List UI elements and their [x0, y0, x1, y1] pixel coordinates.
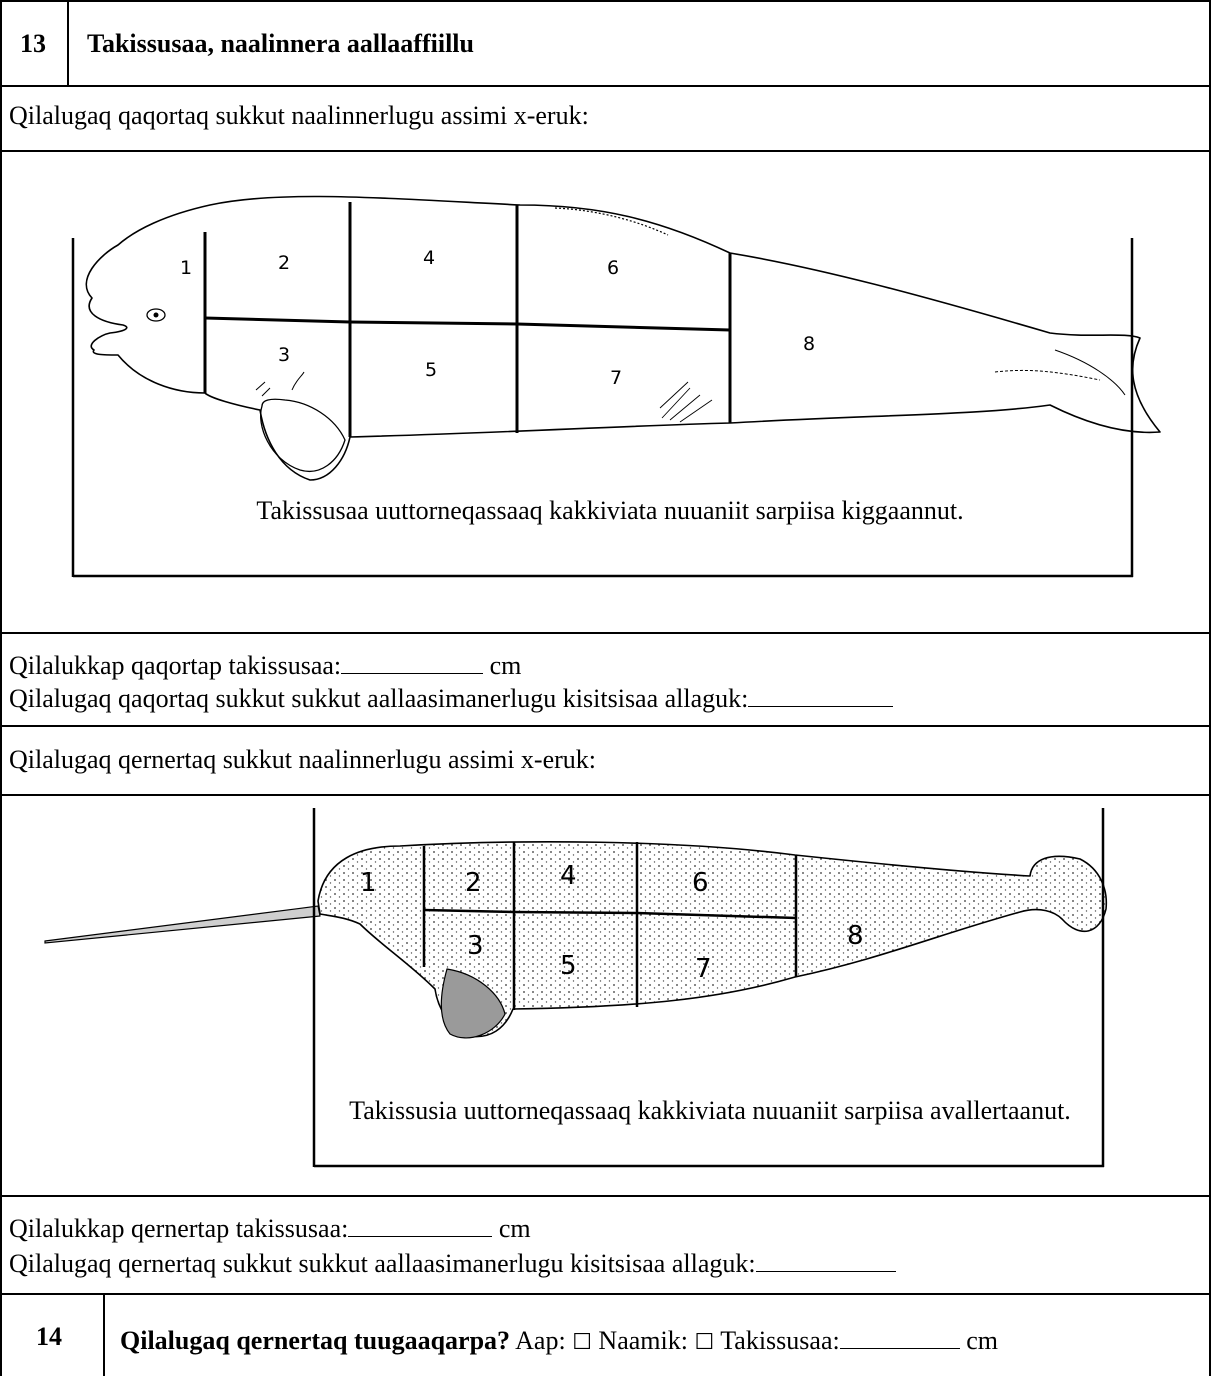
narwhal-region-label: 8	[847, 921, 864, 951]
table-row-divider	[0, 1195, 1211, 1197]
beluga-flipper-lines	[256, 372, 304, 396]
narwhal-direction-label: Qilalugaq qernertaq sukkut sukkut aallaa…	[9, 1249, 756, 1278]
narwhal-length-unit: cm	[499, 1214, 531, 1243]
beluga-region-label: 4	[423, 247, 435, 269]
narwhal-region-label: 3	[467, 931, 484, 961]
narwhal-region-label: 5	[560, 951, 577, 981]
narwhal-region-label: 1	[360, 868, 377, 898]
table-row-divider	[0, 85, 1211, 87]
table-border-top	[0, 0, 1211, 2]
section-number: 14	[36, 1322, 62, 1352]
narwhal-region-label: 6	[692, 868, 709, 898]
number-column-divider	[103, 1293, 105, 1376]
narwhal-direction-field[interactable]	[756, 1245, 896, 1272]
no-checkbox[interactable]: ☐	[694, 1330, 714, 1355]
beluga-direction-field[interactable]	[748, 680, 893, 707]
section-number: 13	[20, 29, 46, 59]
tusk-question-line: Qilalugaq qernertaq tuugaaqarpa? Aap: ☐ …	[120, 1322, 998, 1358]
beluga-region-label: 5	[425, 359, 437, 381]
beluga-region-label: 6	[607, 257, 619, 279]
tusk-unit: cm	[966, 1326, 998, 1355]
narwhal-diagram: 1 2 3 4 5 6 7 8	[0, 794, 1211, 1195]
narwhal-length-label: Qilalukkap qernertap takissusaa:	[9, 1214, 348, 1243]
narwhal-caption: Takissusia uuttorneqassaaq kakkiviata nu…	[330, 1094, 1090, 1128]
beluga-diagram: 1 2 3 4 5 6 7 8	[0, 150, 1211, 632]
table-row-divider	[0, 632, 1211, 634]
beluga-region-label: 7	[610, 367, 622, 389]
beluga-region-label: 8	[803, 333, 815, 355]
beluga-caption: Takissusaa uuttorneqassaaq kakkiviata nu…	[230, 494, 990, 528]
narwhal-length-field[interactable]	[348, 1210, 492, 1237]
beluga-length-line: Qilalukkap qaqortap takissusaa: cm	[9, 647, 521, 681]
beluga-region-label: 2	[278, 252, 290, 274]
beluga-direction-line: Qilalugaq qaqortaq sukkut sukkut aallaas…	[9, 680, 893, 714]
beluga-prompt: Qilalugaq qaqortaq sukkut naalinnerlugu …	[9, 101, 589, 131]
narwhal-region-label: 2	[465, 868, 482, 898]
no-label: Naamik:	[598, 1326, 688, 1355]
beluga-direction-label: Qilalugaq qaqortaq sukkut sukkut aallaas…	[9, 684, 748, 713]
table-row-divider	[0, 725, 1211, 727]
beluga-region-label: 1	[180, 257, 192, 279]
yes-checkbox[interactable]: ☐	[572, 1330, 592, 1355]
beluga-length-label: Qilalukkap qaqortap takissusaa:	[9, 651, 341, 680]
number-column-divider	[67, 0, 69, 86]
beluga-region-label: 3	[278, 344, 290, 366]
narwhal-region-label: 7	[695, 954, 712, 984]
section-title: Takissusaa, naalinnera aallaaffiillu	[87, 29, 474, 59]
beluga-length-field[interactable]	[341, 647, 483, 674]
tusk-length-field[interactable]	[840, 1322, 960, 1349]
beluga-flipper	[261, 399, 345, 471]
narwhal-length-line: Qilalukkap qernertap takissusaa: cm	[9, 1210, 531, 1244]
narwhal-prompt: Qilalugaq qernertaq sukkut naalinnerlugu…	[9, 745, 596, 775]
beluga-outline	[86, 196, 1160, 480]
yes-label: Aap:	[515, 1326, 566, 1355]
beluga-length-unit: cm	[490, 651, 522, 680]
narwhal-body	[318, 842, 1106, 1037]
tusk-length-label: Takissusaa:	[720, 1326, 840, 1355]
narwhal-region-label: 4	[560, 861, 577, 891]
tusk-question: Qilalugaq qernertaq tuugaaqarpa?	[120, 1326, 510, 1355]
table-row-divider	[0, 1293, 1211, 1295]
narwhal-tusk	[45, 906, 320, 943]
narwhal-direction-line: Qilalugaq qernertaq sukkut sukkut aallaa…	[9, 1245, 896, 1279]
beluga-dorsal-ridge	[555, 208, 668, 235]
